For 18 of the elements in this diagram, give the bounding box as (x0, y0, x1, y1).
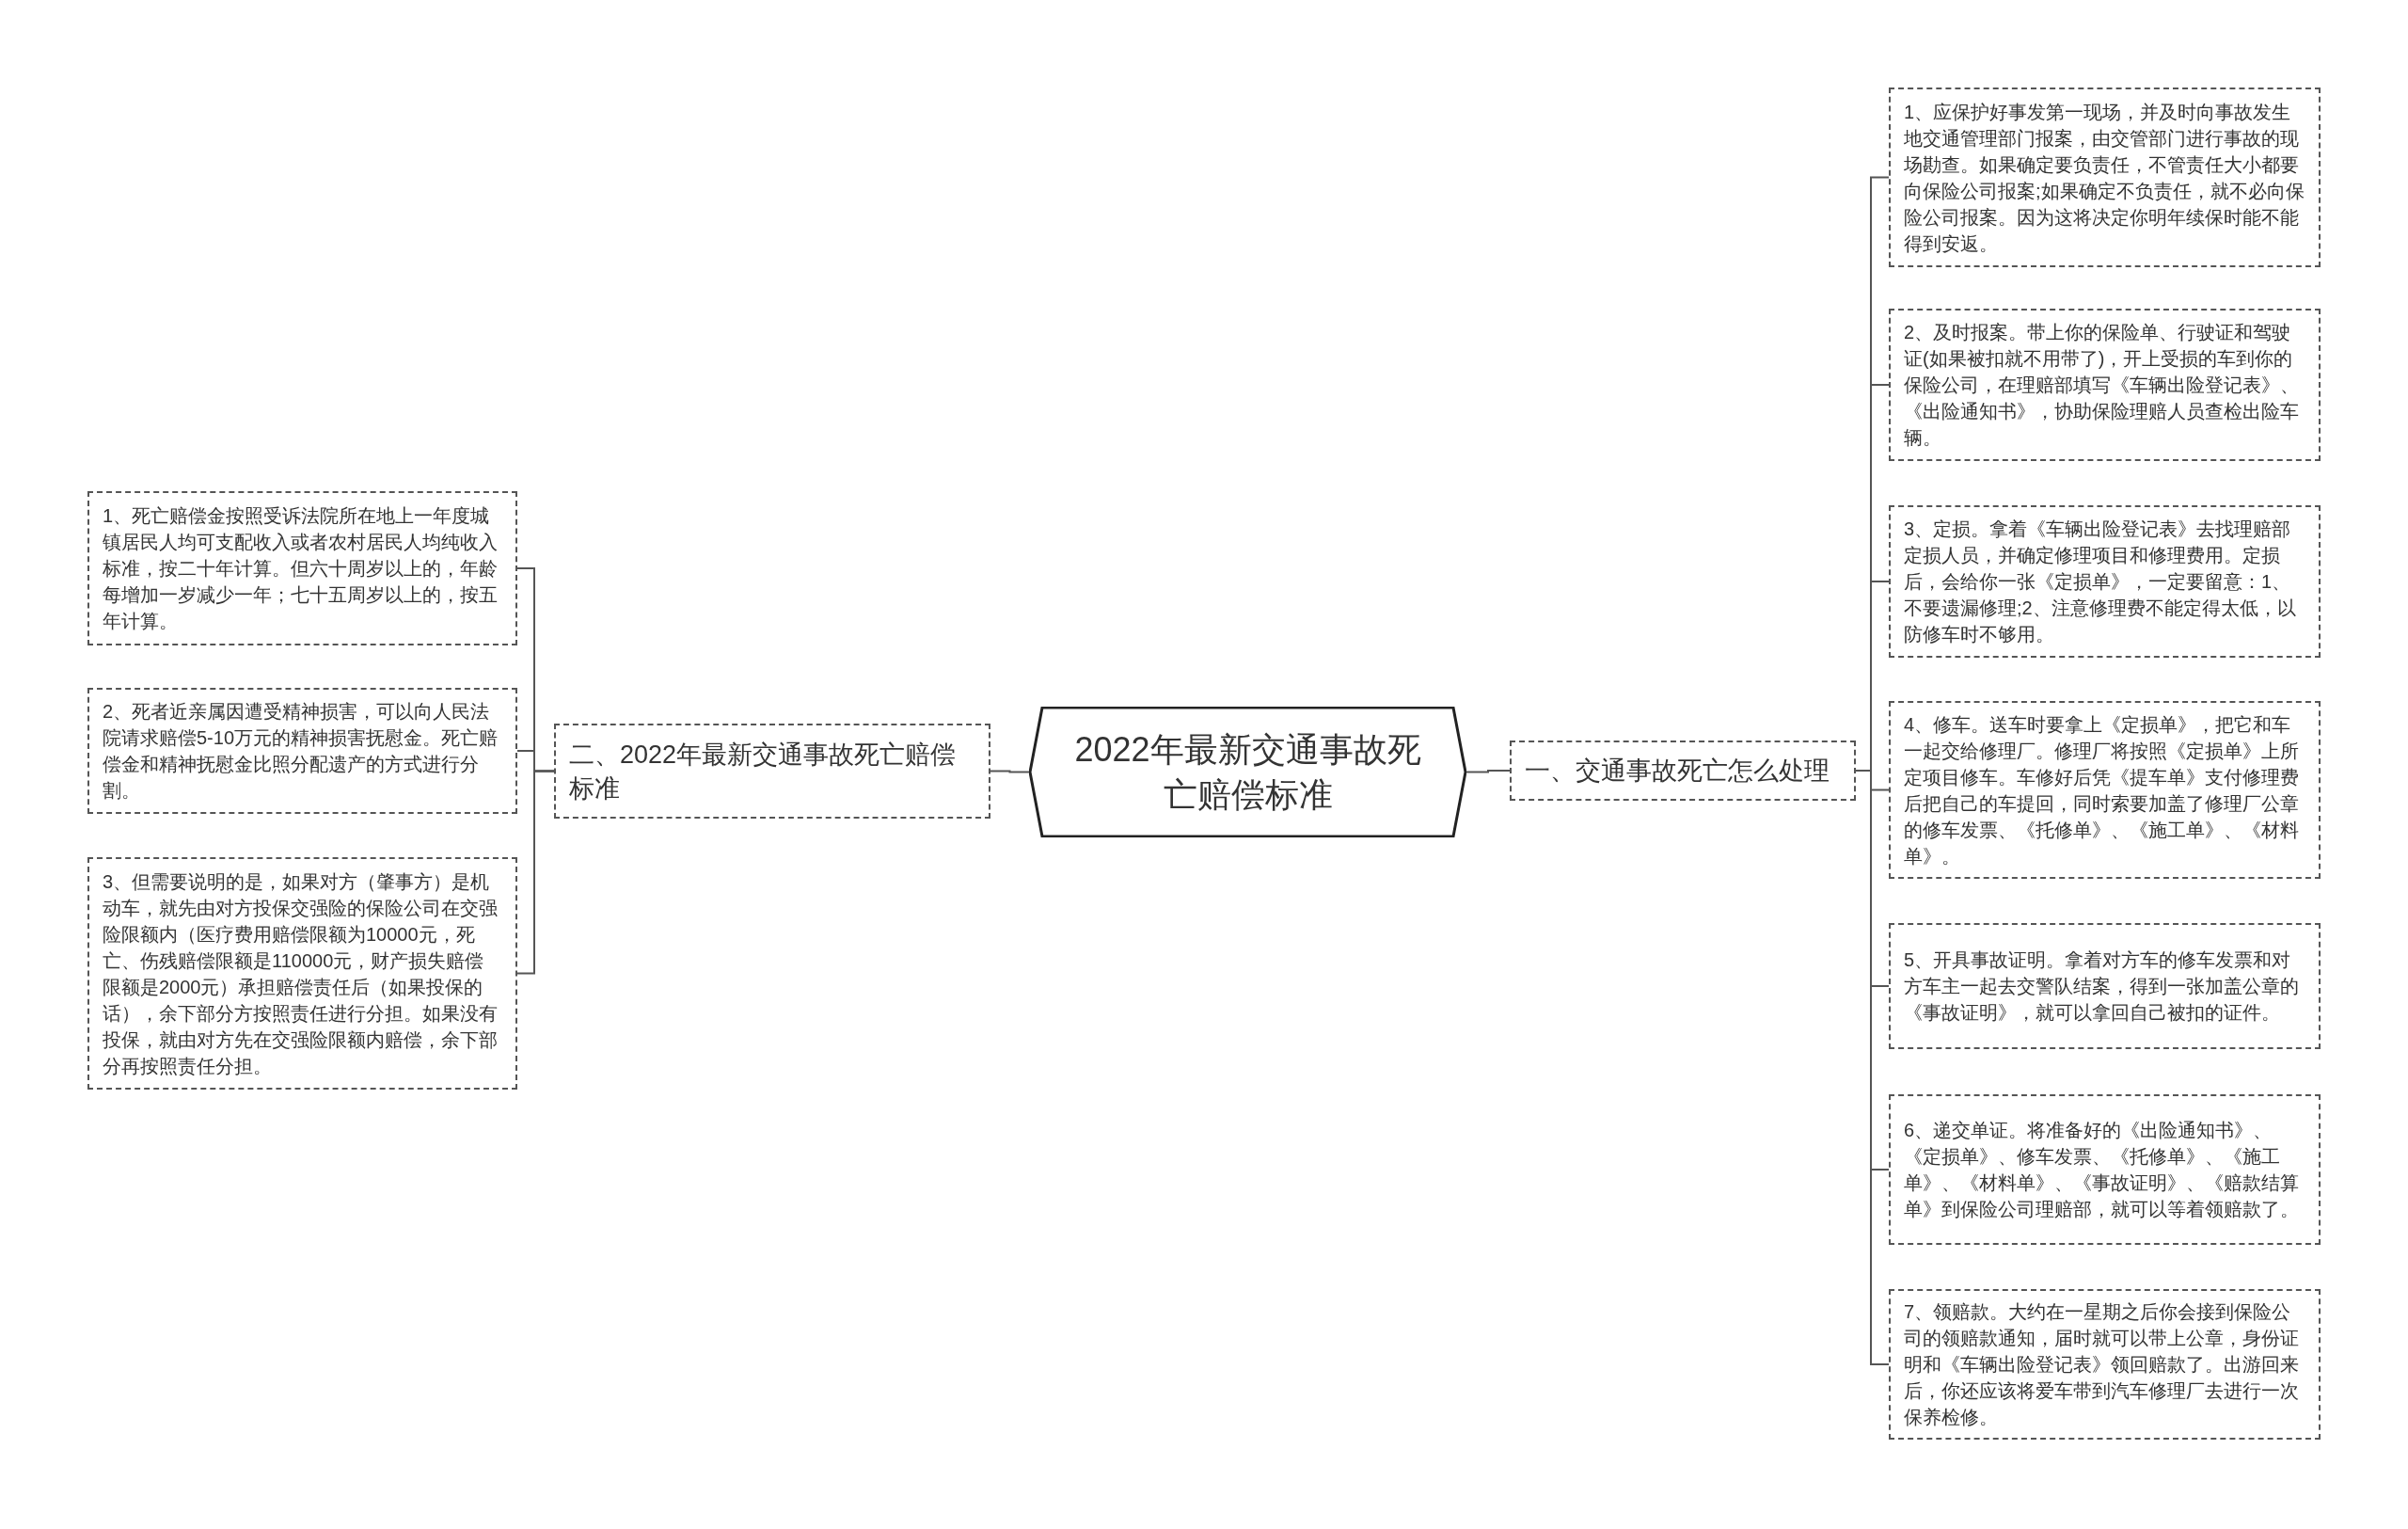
connector-line (516, 770, 555, 975)
note-box: 5、开具事故证明。拿着对方车的修车发票和对方车主一起去交警队结案，得到一张加盖公章的《事故证明》，就可以拿回自己被扣的证件。 (1889, 923, 2321, 1049)
note-box: 3、但需要说明的是，如果对方（肇事方）是机动车，就先由对方投保交强险的保险公司在交强险限额内（医疗费用赔偿限额为10000元，死亡、伤残赔偿限额是110000元，财产损失赔偿限额是2000元）承担赔偿责任后（如果投保的话），余下部分方按照责任进行分担。如果没有投保，就由对方先在交强险限额内赔偿，余下部分再按照责任分担。 (87, 857, 517, 1090)
topic-title: 2022年最新交通事故死亡赔偿标准 (1073, 728, 1422, 816)
note-box: 3、定损。拿着《车辆出险登记表》去找理赔部定损人员，并确定修理项目和修理费用。定损后，会给你一张《定损单》，一定要留意：1、不要遗漏修理;2、注意修理费不能定得太低，以防修车时不够用。 (1889, 505, 2321, 658)
note-box: 7、领赔款。大约在一星期之后你会接到保险公司的领赔款通知，届时就可以带上公章，身份证明和《车辆出险登记表》领回赔款了。出游回来后，你还应该将爱车带到汽车修理厂去进行一次保养检修。 (1889, 1289, 2321, 1440)
note-box: 1、死亡赔偿金按照受诉法院所在地上一年度城镇居民人均可支配收入或者农村居民人均纯收入标准，按二十年计算。但六十周岁以上的，年龄每增加一岁减少一年；七十五周岁以上的，按五年计算。 (87, 491, 517, 645)
branch-topic-box: 一、交通事故死亡怎么处理 (1510, 741, 1856, 801)
note-box: 1、应保护好事发第一现场，并及时向事故发生地交通管理部门报案，由交管部门进行事故的现场勘查。如果确定要负责任，不管责任大小都要向保险公司报案;如果确定不负责任，就不必向保险公司报案。因为这将决定你明年续保时能不能得到安返。 (1889, 88, 2321, 267)
note-box: 2、死者近亲属因遭受精神损害，可以向人民法院请求赔偿5-10万元的精神损害抚慰金。死亡赔偿金和精神抚慰金比照分配遗产的方式进行分割。 (87, 688, 517, 814)
central-topic-hexagon (1029, 707, 1466, 837)
connector-line (1855, 770, 1890, 1365)
connector-line (1465, 770, 1511, 773)
note-box: 2、及时报案。带上你的保险单、行驶证和驾驶证(如果被扣就不用带了)，开上受损的车到你的保险公司，在理赔部填写《车辆出险登记表》、《出险通知书》，协助保险理赔人员查检出险车辆。 (1889, 309, 2321, 461)
branch-topic-box: 二、2022年最新交通事故死亡赔偿标准 (554, 724, 990, 819)
connector-line (990, 770, 1030, 773)
note-box: 4、修车。送车时要拿上《定损单》，把它和车一起交给修理厂。修理厂将按照《定损单》上所定项目修车。车修好后凭《提车单》支付修理费后把自己的车提回，同时索要加盖了修理厂公章的修车发票、《托修单》、《施工单》、《材料单》。 (1889, 701, 2321, 879)
note-box: 6、递交单证。将准备好的《出险通知书》、《定损单》、修车发票、《托修单》、《施工单》、《材料单》、《事故证明》、《赔款结算单》到保险公司理赔部，就可以等着领赔款了。 (1889, 1094, 2321, 1245)
